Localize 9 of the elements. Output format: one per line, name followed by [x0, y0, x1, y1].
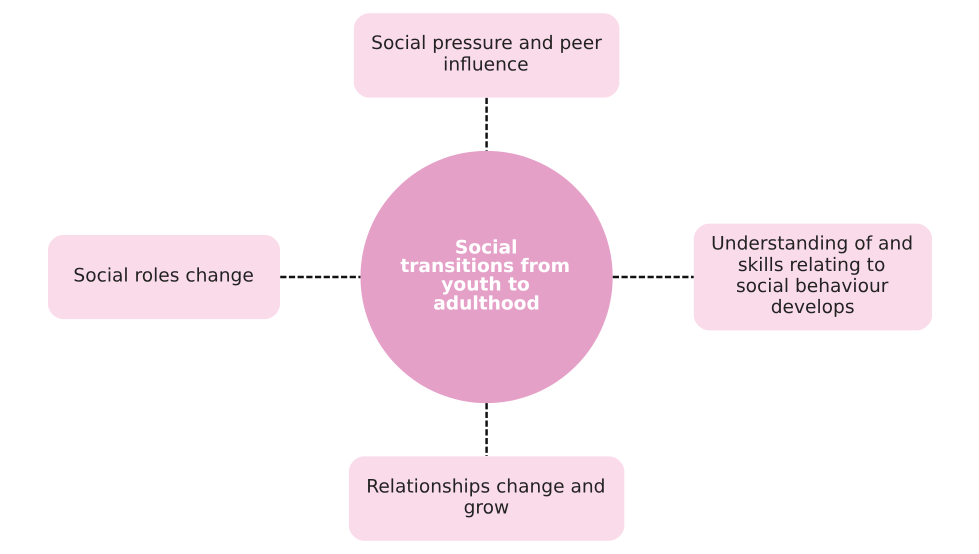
- node-box: Understanding of and skills relating to social behaviour develops: [693, 224, 932, 330]
- node-box: Social pressure and peer influence: [353, 13, 619, 98]
- connector: [484, 403, 488, 456]
- connector: [612, 276, 694, 278]
- connector: [484, 98, 488, 151]
- node-circle: Social transitions from youth to adulthood: [360, 150, 612, 404]
- node-box: Relationships change and grow: [348, 456, 624, 541]
- node-box: Social roles change: [47, 234, 280, 320]
- connector: [280, 276, 360, 278]
